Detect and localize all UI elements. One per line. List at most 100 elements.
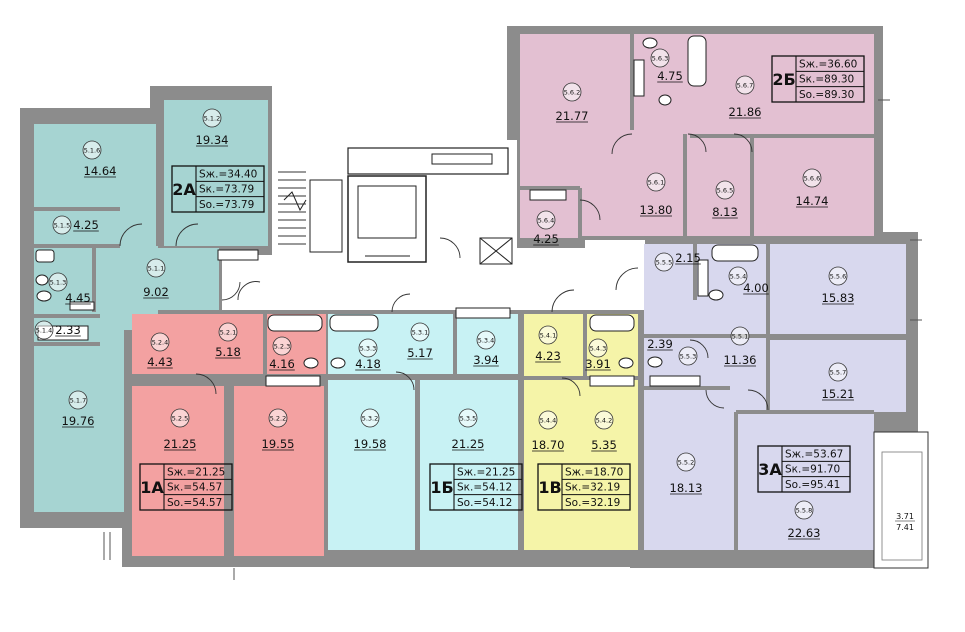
room-id: 5.4.1	[540, 331, 557, 339]
room-area: 4.23	[535, 349, 561, 363]
room-area: 3.91	[585, 357, 611, 371]
apartment-sum: Sк.=54.12	[457, 482, 512, 494]
room-id: 5.2.4	[152, 338, 169, 346]
room-id-circle	[202, 108, 222, 128]
room-5-3-3: 5.3.34.18	[355, 338, 381, 371]
apartment-sum: Sж.=21.25	[167, 466, 225, 478]
room-id-circle	[538, 325, 558, 345]
summary-box	[537, 463, 631, 511]
door-arcs	[119, 133, 769, 411]
room-id-circle	[34, 320, 54, 340]
apartment-3a	[644, 244, 906, 550]
room-id: 5.1.5	[54, 221, 71, 229]
apartment-sum: Sж.=34.40	[199, 168, 257, 180]
room-area: 21.77	[556, 109, 589, 123]
balcony-area-top: 3.71	[896, 512, 914, 521]
room-id-circle	[802, 168, 822, 188]
apartment-sum: Sж.=18.70	[565, 466, 623, 478]
apartment-sum: Sо.=32.19	[565, 497, 620, 509]
room-id-circle	[360, 408, 380, 428]
room-5-3-4: 5.3.43.94	[473, 330, 499, 367]
room-id: 5.2.1	[220, 328, 237, 336]
room-id: 5.6.6	[804, 174, 821, 182]
fixtures	[35, 35, 759, 387]
summary-box	[429, 463, 523, 511]
room-id-circle	[650, 48, 670, 68]
room-id: 5.5.3	[680, 352, 697, 360]
room-id: 5.3.3	[360, 344, 377, 352]
room-area: 14.64	[84, 164, 117, 178]
room-area: 2.39	[647, 337, 673, 351]
room-5-3-1: 5.3.1 5.17	[407, 322, 433, 360]
room-id-circle	[218, 322, 238, 342]
apartment-sum: Sк.=54.57	[167, 482, 222, 494]
room-5-6-6: 5.6.614.74	[796, 168, 828, 208]
room-id-circle	[735, 75, 755, 95]
apartment-sum: Sо.=54.12	[457, 497, 512, 509]
room-area: 4.25	[73, 218, 99, 232]
room-id-circle	[562, 82, 582, 102]
room-id: 5.1.1	[148, 264, 165, 272]
room-area: 9.02	[143, 285, 169, 299]
room-id-circle	[150, 332, 170, 352]
summary-box	[171, 165, 265, 213]
common-area	[222, 140, 645, 310]
apartment-sum: Sо.=89.30	[799, 89, 854, 101]
apartment-label: 1Б	[430, 478, 453, 497]
room-5-5-7: 5.5.715.21	[822, 362, 854, 401]
room-5-5-6: 5.5.615.83	[822, 266, 854, 305]
apartment-sum: Sж.=53.67	[785, 448, 843, 460]
room-id: 5.5.6	[830, 272, 847, 280]
room-5-2-2: 5.2.219.55	[262, 408, 295, 451]
room-5-4-3: 5.4.3 3.91	[585, 338, 611, 371]
room-area: 4.75	[657, 69, 683, 83]
room-id: 5.6.7	[737, 81, 754, 89]
room-id: 5.4.3	[590, 344, 607, 352]
room-area: 2.33	[55, 323, 81, 337]
room-5-3-5: 5.3.521.25	[452, 408, 484, 451]
room-5-1-2: 5.1.219.34	[196, 108, 228, 147]
apartment-label: 2А	[172, 180, 196, 199]
room-5-6-2: 5.6.2 21.77	[556, 82, 589, 123]
room-5-1-1: 5.1.1 9.02	[143, 258, 169, 299]
room-area: 19.55	[262, 437, 295, 451]
room-id-circle	[82, 140, 102, 160]
apartment-sum: Sк.=91.70	[785, 464, 840, 476]
room-id-circle	[594, 410, 614, 430]
room-id: 5.6.2	[564, 88, 581, 96]
room-id-circle	[272, 336, 292, 356]
room-5-1-7: 5.1.719.76	[62, 390, 95, 428]
room-id-circle	[458, 408, 478, 428]
room-area: 5.35	[591, 438, 617, 452]
apartment-summaries: 2АSж.=34.40Sк.=73.79Sо.=73.792БSж.=36.60…	[139, 55, 865, 511]
room-area: 18.70	[532, 438, 565, 452]
room-5-2-5: 5.2.521.25	[164, 408, 196, 451]
room-id-circle	[646, 172, 666, 192]
room-id: 5.5.1	[732, 332, 749, 340]
room-id: 5.1.4	[36, 326, 53, 334]
room-id: 5.5.7	[830, 368, 847, 376]
room-area: 4.16	[269, 357, 295, 371]
apartment-sum: Sк.=73.79	[199, 184, 254, 196]
room-area: 19.76	[62, 414, 95, 428]
room-id: 5.1.2	[204, 114, 221, 122]
room-area: 18.13	[670, 481, 703, 495]
room-id-circle	[170, 408, 190, 428]
room-area: 4.00	[743, 281, 769, 295]
room-id: 5.3.1	[412, 328, 429, 336]
room-5-2-1: 5.2.15.18	[215, 322, 241, 359]
room-id: 5.3.5	[460, 414, 477, 422]
room-area: 8.13	[712, 205, 738, 219]
room-5-6-3: 5.6.34.75	[650, 48, 683, 83]
room-id-circle	[410, 322, 430, 342]
room-5-1-6: 5.1.614.64	[82, 140, 117, 178]
room-5-5-1: 5.5.111.36	[724, 326, 756, 367]
room-area: 4.25	[533, 232, 559, 246]
room-area: 5.17	[407, 346, 433, 360]
